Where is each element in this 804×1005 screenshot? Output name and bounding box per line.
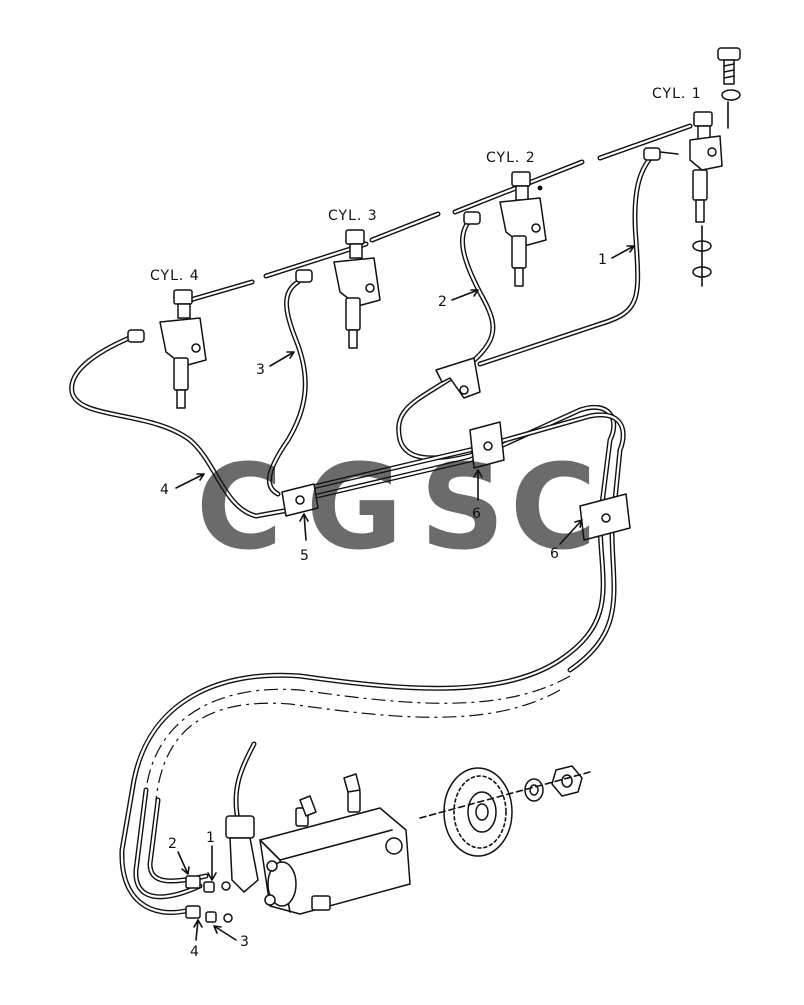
cgsc-watermark-logo: C G S C <box>196 438 597 576</box>
callout-pump-2: 2 <box>168 836 177 852</box>
injector-pipe-3 <box>266 269 313 497</box>
watermark-letter-g: G <box>306 438 403 576</box>
callout-pump-4: 4 <box>190 944 199 960</box>
label-cyl-2: CYL. 2 <box>486 150 536 166</box>
callout-clamp-6-lower: 6 <box>550 546 559 562</box>
leak-off-return-pipe <box>187 123 693 303</box>
injector-cyl-3 <box>333 229 381 349</box>
watermark-letter-s: S <box>420 438 505 576</box>
injector-cyl-1 <box>689 47 741 287</box>
callout-pump-3: 3 <box>240 934 249 950</box>
callout-pump-1: 1 <box>206 830 215 846</box>
label-cyl-1: CYL. 1 <box>652 86 702 102</box>
label-cyl-3: CYL. 3 <box>328 208 378 224</box>
callout-pipe-1: 1 <box>598 252 607 268</box>
callout-clamp-5: 5 <box>300 548 309 564</box>
injector-pipe-4 <box>69 329 303 519</box>
injector-cyl-2 <box>499 171 547 287</box>
injection-pump <box>225 741 411 915</box>
callouts: 1 2 3 4 5 6 6 1 2 3 4 <box>160 245 635 960</box>
callout-pipe-4: 4 <box>160 482 169 498</box>
clamp-5 <box>281 483 319 517</box>
clamp-6-upper <box>469 421 505 469</box>
callout-pipe-3: 3 <box>256 362 265 378</box>
injector-pipe-2 <box>396 211 496 461</box>
pump-axis-line <box>419 771 591 819</box>
watermark-letter-c2: C <box>510 438 597 576</box>
pump-outlet-fittings <box>185 875 233 923</box>
drive-gear <box>443 767 513 857</box>
callout-pipe-2: 2 <box>438 294 447 310</box>
clamp-6-lower <box>579 493 631 541</box>
washer <box>524 778 544 802</box>
cylinder-labels: CYL. 1 CYL. 2 CYL. 3 CYL. 4 <box>150 86 702 284</box>
clamp-upper-pipe-2 <box>435 357 481 399</box>
injector-cyl-4 <box>159 289 207 409</box>
watermark-letter-c1: C <box>196 438 283 576</box>
label-cyl-4: CYL. 4 <box>150 268 200 284</box>
injector-pipe-1 <box>477 147 679 367</box>
callout-clamp-6-upper: 6 <box>472 506 481 522</box>
